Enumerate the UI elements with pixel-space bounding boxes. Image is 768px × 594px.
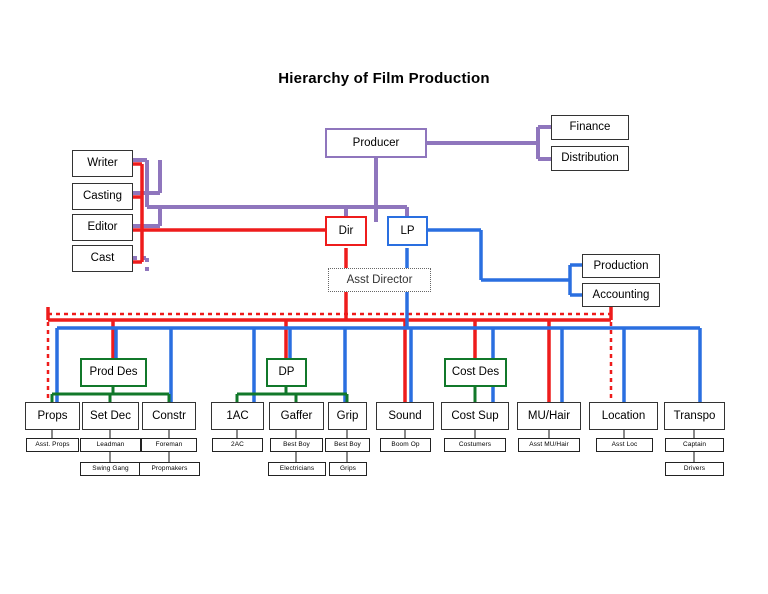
node-location[interactable]: Location xyxy=(589,402,658,430)
node-dp[interactable]: DP xyxy=(266,358,307,387)
line-producer-links xyxy=(55,228,702,402)
node-transpo[interactable]: Transpo xyxy=(664,402,725,430)
node-costumers[interactable]: Costumers xyxy=(444,438,506,452)
node-leadman[interactable]: Leadman xyxy=(80,438,141,452)
node-asst-loc[interactable]: Asst Loc xyxy=(596,438,653,452)
node-set-dec[interactable]: Set Dec xyxy=(82,402,139,430)
node-prod-des[interactable]: Prod Des xyxy=(80,358,147,387)
node-grips[interactable]: Grips xyxy=(329,462,367,476)
node-sound[interactable]: Sound xyxy=(376,402,434,430)
node-propmakers[interactable]: Propmakers xyxy=(139,462,200,476)
node-writer[interactable]: Writer xyxy=(72,150,133,177)
node-2ac[interactable]: 2AC xyxy=(212,438,263,452)
node-cost-des[interactable]: Cost Des xyxy=(444,358,507,387)
node-props[interactable]: Props xyxy=(25,402,80,430)
director-cast-dotted-bus xyxy=(46,312,613,404)
node-swing-gang[interactable]: Swing Gang xyxy=(80,462,141,476)
page-title: Hierarchy of Film Production xyxy=(278,70,490,87)
node-mu-hair[interactable]: MU/Hair xyxy=(517,402,581,430)
node-asst-props[interactable]: Asst. Props xyxy=(26,438,79,452)
node-best-boy-electric[interactable]: Best Boy xyxy=(270,438,323,452)
crew-links xyxy=(51,430,695,462)
node-asst-director[interactable]: Asst Director xyxy=(328,268,431,292)
node-production[interactable]: Production xyxy=(582,254,660,278)
node-distribution[interactable]: Distribution xyxy=(551,146,629,171)
node-1ac[interactable]: 1AC xyxy=(211,402,264,430)
node-electricians[interactable]: Electricians xyxy=(268,462,326,476)
node-drivers[interactable]: Drivers xyxy=(665,462,724,476)
node-director[interactable]: Dir xyxy=(325,216,367,246)
node-cast[interactable]: Cast xyxy=(72,245,133,272)
node-editor[interactable]: Editor xyxy=(72,214,133,241)
node-cost-sup[interactable]: Cost Sup xyxy=(441,402,509,430)
node-captain[interactable]: Captain xyxy=(665,438,724,452)
node-boom-op[interactable]: Boom Op xyxy=(380,438,431,452)
node-producer[interactable]: Producer xyxy=(325,128,427,158)
node-constr[interactable]: Constr xyxy=(142,402,196,430)
node-casting[interactable]: Casting xyxy=(72,183,133,210)
producer-cast-dotted xyxy=(133,256,149,272)
node-best-boy-grip[interactable]: Best Boy xyxy=(325,438,370,452)
node-foreman[interactable]: Foreman xyxy=(141,438,197,452)
department-head-links xyxy=(50,387,477,402)
producer-links xyxy=(133,125,551,228)
node-grip[interactable]: Grip xyxy=(328,402,367,430)
node-asst-mu-hair[interactable]: Asst MU/Hair xyxy=(518,438,580,452)
node-gaffer[interactable]: Gaffer xyxy=(269,402,324,430)
node-finance[interactable]: Finance xyxy=(551,115,629,140)
node-accounting[interactable]: Accounting xyxy=(582,283,660,307)
node-line-producer[interactable]: LP xyxy=(387,216,428,246)
